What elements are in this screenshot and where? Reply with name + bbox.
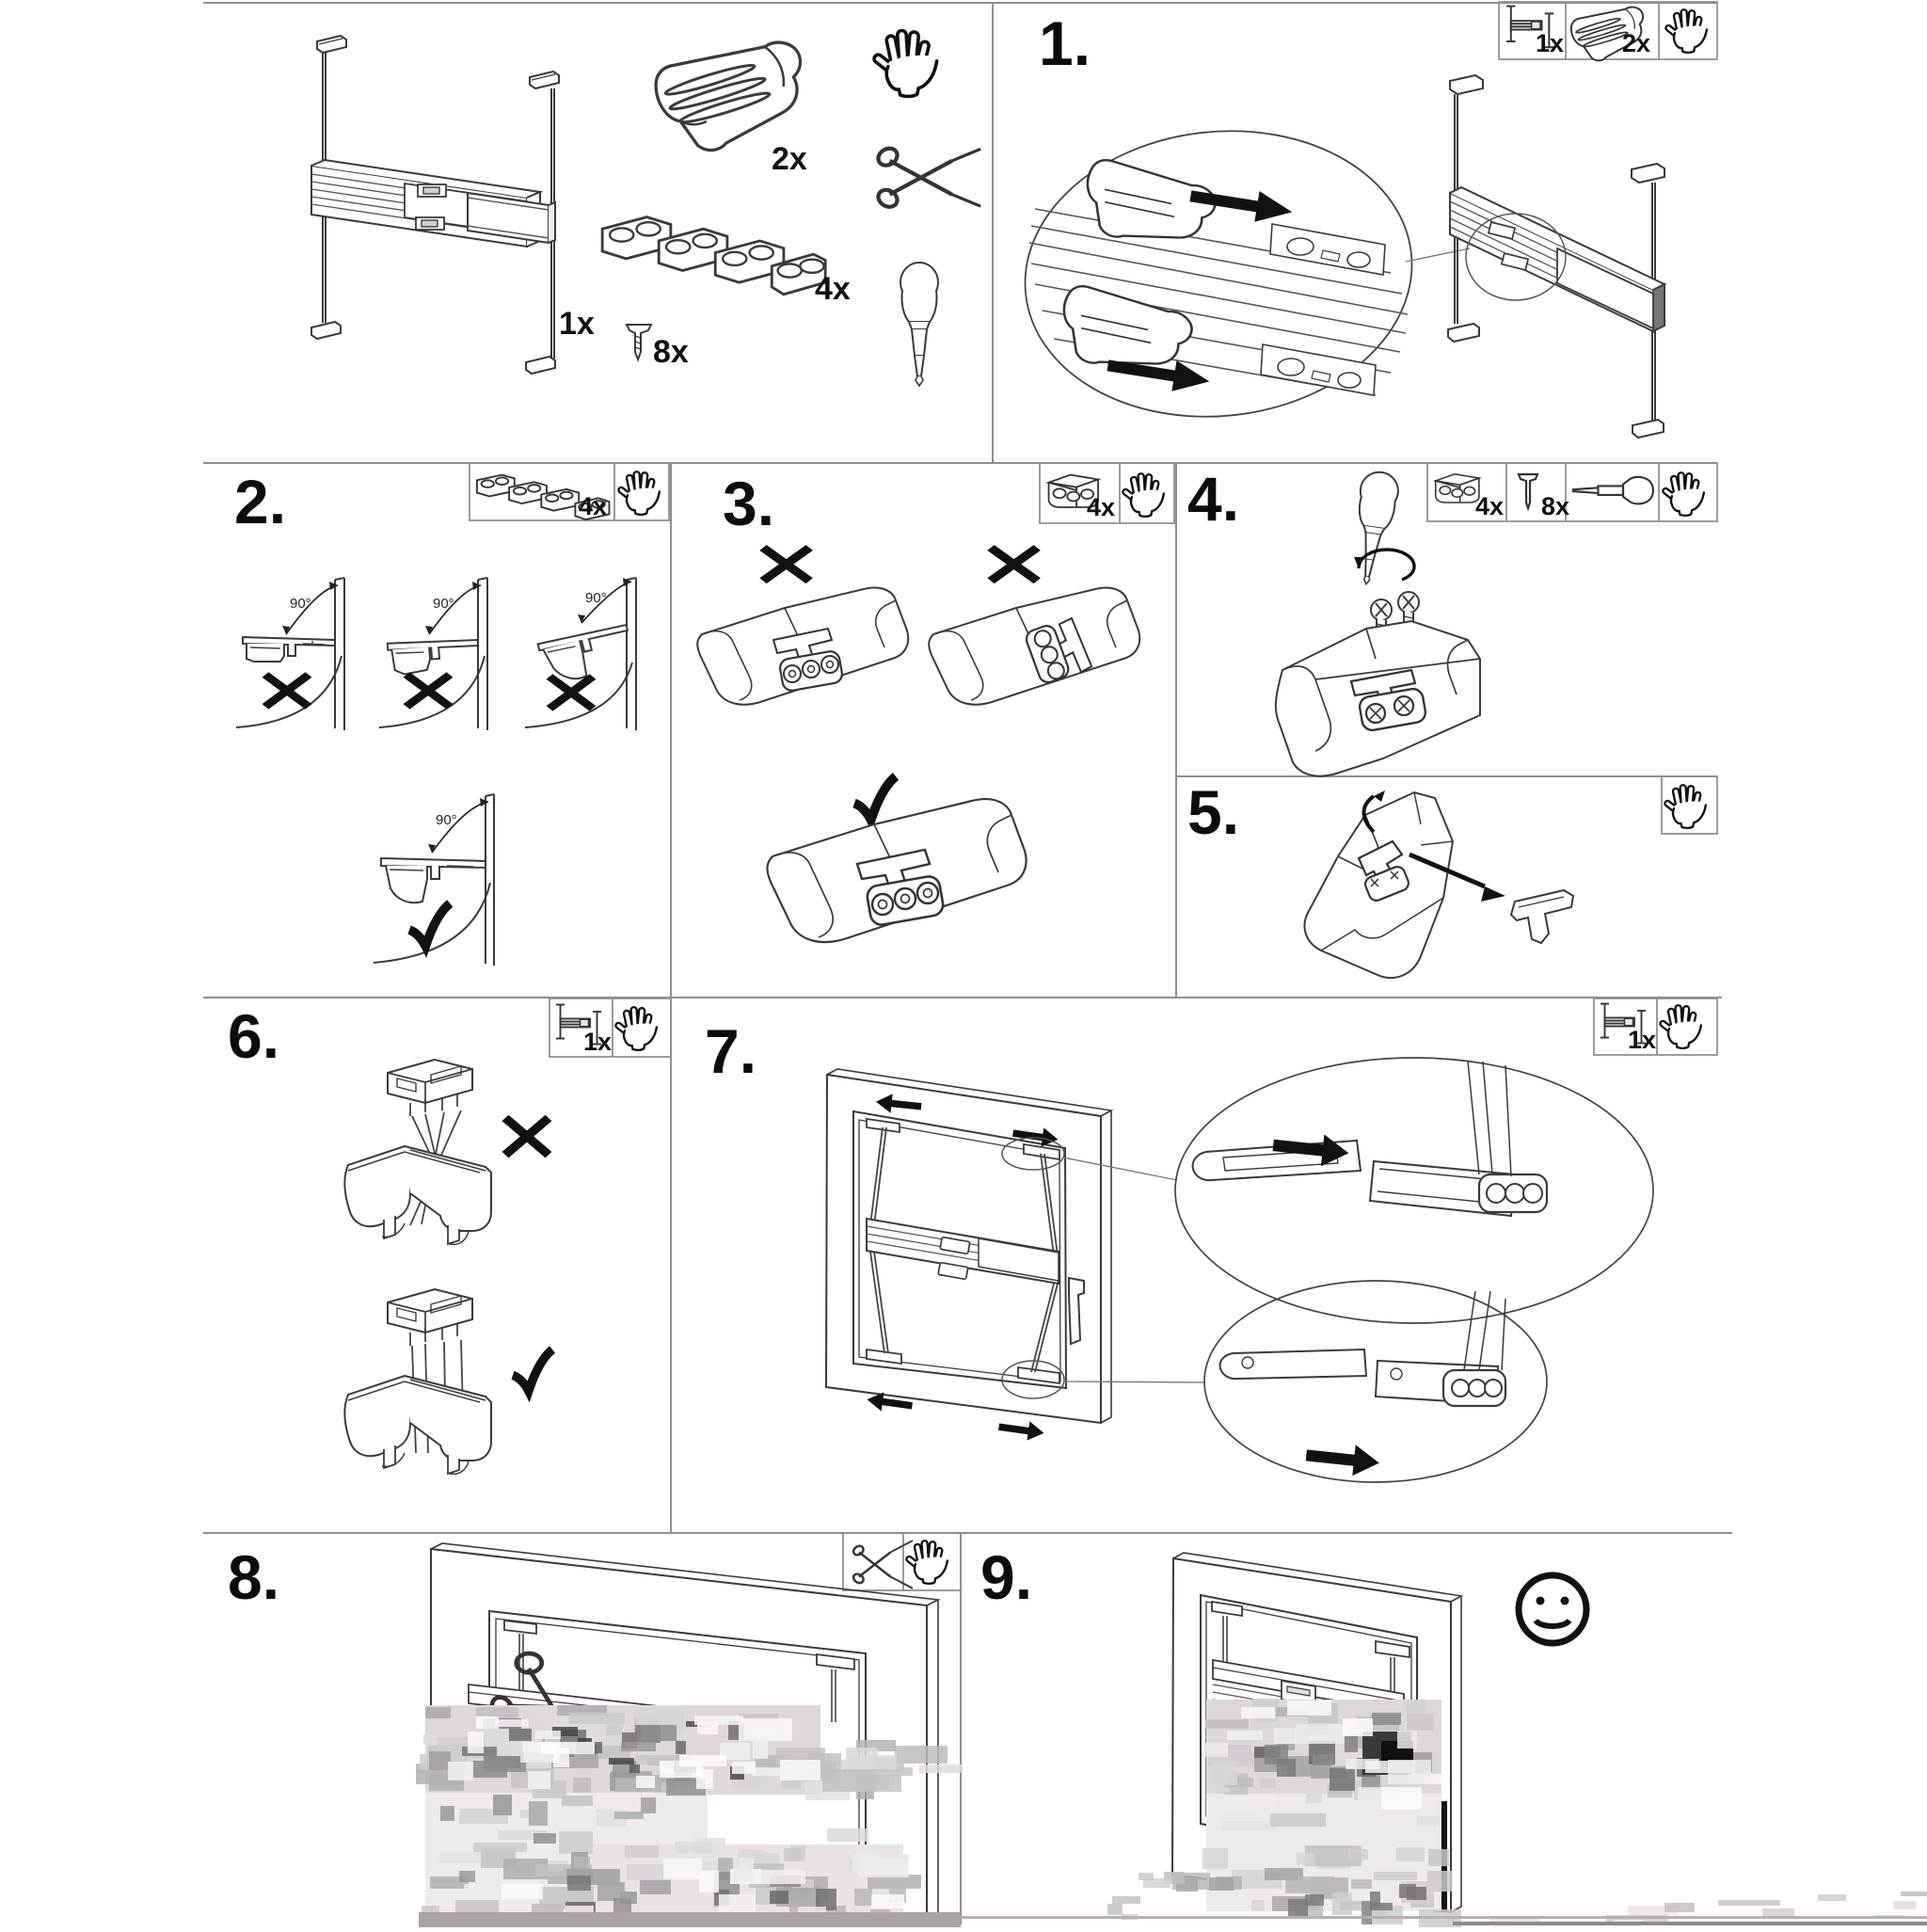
svg-text:4x: 4x: [815, 271, 851, 307]
svg-text:2.: 2.: [234, 467, 286, 536]
svg-text:1x: 1x: [1536, 29, 1564, 57]
svg-text:90°: 90°: [585, 590, 607, 606]
svg-text:8x: 8x: [1541, 492, 1569, 520]
svg-text:4x: 4x: [579, 492, 607, 520]
svg-text:5.: 5.: [1187, 777, 1239, 847]
svg-text:9.: 9.: [980, 1542, 1032, 1612]
svg-text:90°: 90°: [290, 596, 311, 612]
svg-text:90°: 90°: [436, 812, 457, 828]
svg-text:1x: 1x: [583, 1028, 612, 1056]
svg-text:1x: 1x: [559, 306, 595, 342]
svg-text:1.: 1.: [1039, 8, 1091, 78]
svg-text:2x: 2x: [772, 141, 807, 177]
svg-text:1x: 1x: [1628, 1026, 1656, 1054]
svg-text:4.: 4.: [1187, 464, 1239, 534]
svg-text:6.: 6.: [228, 1001, 279, 1071]
svg-text:3.: 3.: [723, 469, 774, 538]
svg-text:4x: 4x: [1475, 492, 1504, 520]
svg-text:8x: 8x: [653, 334, 689, 370]
svg-text:4x: 4x: [1087, 493, 1115, 521]
svg-text:8.: 8.: [228, 1542, 279, 1612]
svg-text:2x: 2x: [1622, 29, 1650, 57]
svg-text:7.: 7.: [705, 1016, 756, 1086]
svg-text:90°: 90°: [433, 596, 454, 612]
